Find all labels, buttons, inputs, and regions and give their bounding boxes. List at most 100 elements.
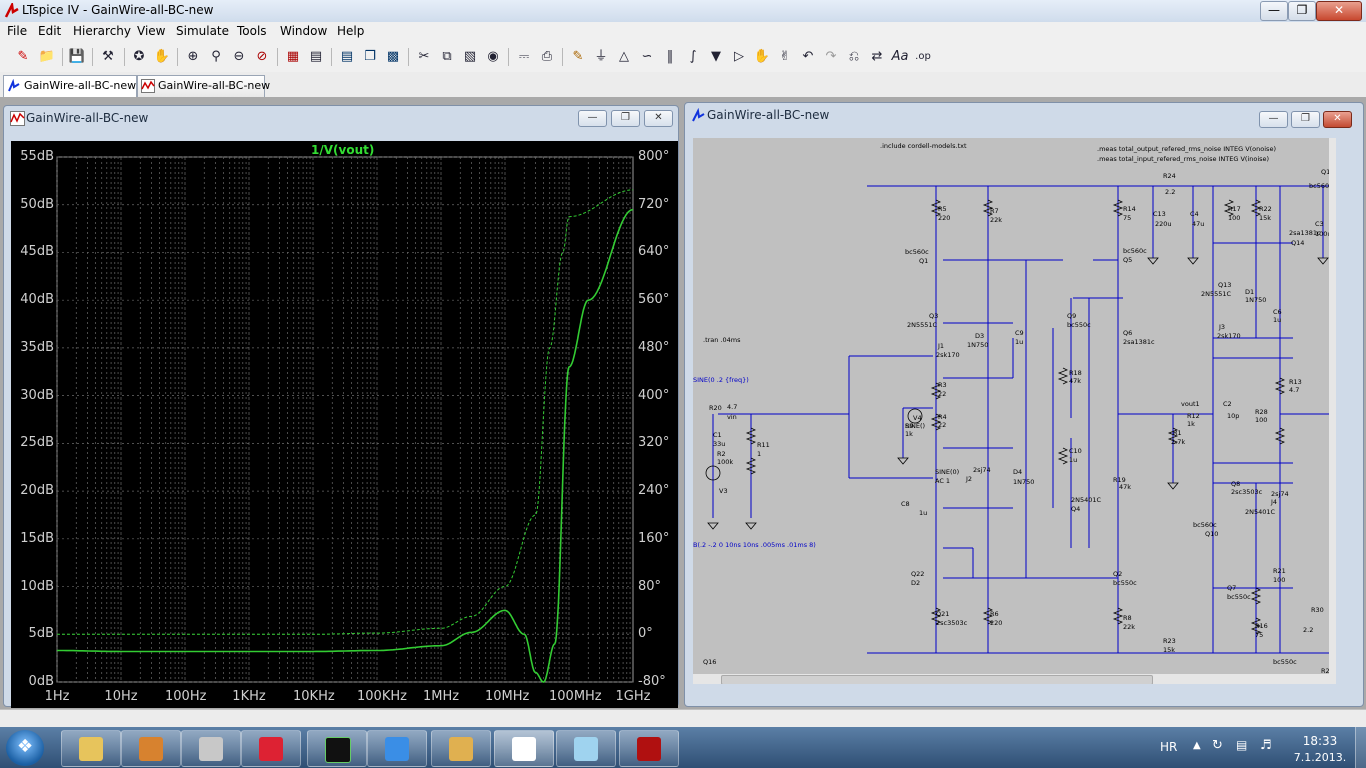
spice-directive-icon[interactable]: .op [915,51,931,62]
move-hand-icon[interactable]: ✋ [753,49,771,64]
component-label[interactable]: R18 [1069,369,1082,377]
taskbar-app-2[interactable] [121,730,181,767]
capacitor-icon[interactable]: ‖ [666,49,674,64]
bode-plot-svg[interactable] [11,141,678,708]
spice-directive[interactable]: .tran .04ms [703,336,741,344]
source-definition[interactable]: SINE(0 .2 {freq}) [693,376,749,384]
menu-file[interactable]: File [7,24,28,38]
resistor-symbol[interactable] [930,382,942,400]
label-net-icon[interactable]: △ [619,49,629,64]
component-label[interactable]: C13 [1153,210,1166,218]
resistor-symbol[interactable] [1057,447,1069,465]
component-label[interactable]: 2sc3503c [1231,488,1263,496]
cut-icon[interactable]: ✂ [418,49,430,64]
component-label[interactable]: 2N5551C [907,321,938,329]
component-label[interactable]: 2N5401C [1071,496,1102,504]
new-schematic-icon[interactable]: ✎ [17,49,29,64]
menu-window[interactable]: Window [280,24,328,38]
taskbar-ie[interactable] [367,730,427,767]
component-label[interactable]: 2sa1381c [1289,229,1321,237]
component-label[interactable]: C10 [1069,447,1082,455]
component-label[interactable]: Q2 [1113,570,1123,578]
component-label[interactable]: J2 [966,475,973,483]
component-label[interactable]: R19 [1113,476,1126,484]
rotate-icon[interactable]: ⎌ [848,49,860,64]
component-label[interactable]: Q16 [703,658,717,666]
component-label[interactable]: 2sj74 [973,466,991,474]
component-label[interactable]: R22 [1259,205,1272,213]
component-label[interactable]: 220u [1155,220,1172,228]
component-label[interactable]: C1 [713,431,722,439]
component-label[interactable]: Q6 [1123,329,1133,337]
component-label[interactable]: R28 [1255,408,1268,416]
pan-icon[interactable]: ⚲ [211,49,221,64]
component-label[interactable]: C8 [901,500,910,508]
component-label[interactable]: Q1 [919,257,929,265]
resistor-symbol[interactable] [1112,199,1124,217]
tray-time[interactable]: 18:33 [1302,734,1338,748]
waveform-close-button[interactable]: ✕ [644,110,673,127]
component-label[interactable]: D1 [1245,288,1255,296]
resistor-symbol[interactable] [1223,199,1235,217]
component-label[interactable]: J1 [938,342,945,350]
resistor-icon[interactable]: ∽ [641,49,653,64]
component-label[interactable]: 2sa1381c [1123,338,1155,346]
delete-traces-icon[interactable]: ▤ [309,49,323,64]
component-label[interactable]: 75 [1123,214,1132,222]
component-label[interactable]: 2sk170 [1217,332,1241,340]
taskbar-app-5[interactable] [307,730,367,767]
text-icon[interactable]: Aa [891,49,909,64]
component-label[interactable]: 15k [1163,646,1176,654]
resistor-symbol[interactable] [930,607,942,625]
component-label[interactable]: 15k [1259,214,1272,222]
start-button[interactable]: ❖ [6,730,44,766]
component-label[interactable]: Q22 [911,570,925,578]
draw-wire-icon[interactable]: ✎ [572,49,584,64]
menu-tools[interactable]: Tools [237,24,267,38]
tray-chevron-icon[interactable]: ▲ [1193,740,1201,751]
tray-language[interactable]: HR [1160,740,1178,754]
component-label[interactable]: 100k [717,458,734,466]
component-label[interactable]: R5 [938,205,947,213]
resistor-symbol[interactable] [1274,427,1286,445]
component-label[interactable]: C2 [1223,400,1232,408]
resistor-symbol[interactable] [1112,607,1124,625]
component-label[interactable]: 2N5401C [1245,508,1276,516]
component-label[interactable]: D2 [911,579,921,587]
component-label[interactable]: C3 [1315,220,1324,228]
component-label[interactable]: 220 [938,214,951,222]
inductor-icon[interactable]: ∫ [689,49,697,64]
schematic-close-button[interactable]: ✕ [1323,111,1352,128]
component-label[interactable]: R3 [938,381,947,389]
component-label[interactable]: R17 [1228,205,1241,213]
save-icon[interactable]: 💾 [68,49,86,64]
component-label[interactable]: bc550c [1113,579,1137,587]
component-label[interactable]: vout1 [1181,400,1200,408]
resistor-symbol[interactable] [1250,199,1262,217]
component-label[interactable]: 1u [1273,316,1282,324]
component-label[interactable]: R16 [1255,622,1268,630]
component-label[interactable]: R13 [1289,378,1302,386]
waveform-minimize-button[interactable]: — [578,110,607,127]
component-label[interactable]: 22 [938,421,947,429]
component-label[interactable]: 1N750 [967,341,989,349]
component-label[interactable]: D3 [975,332,985,340]
component-label[interactable]: C4 [1190,210,1199,218]
component-label[interactable]: Q15 [1321,168,1335,176]
component-label[interactable]: bc560c [1193,521,1217,529]
find-icon[interactable]: ◉ [487,49,499,64]
component-label[interactable]: R11 [757,441,770,449]
component-label[interactable]: 1u [1069,456,1078,464]
component-label[interactable]: 2sk170 [936,351,960,359]
taskbar-app-3[interactable] [181,730,241,767]
horizontal-scrollbar[interactable] [693,674,1336,684]
tab-waveform[interactable]: GainWire-all-BC-new [137,75,270,97]
component-label[interactable]: D4 [1013,468,1023,476]
component-label[interactable]: bc550c [1227,593,1251,601]
resistor-symbol[interactable] [930,413,942,431]
component-label[interactable]: 2sj74 [1271,490,1289,498]
component-label[interactable]: 100 [1228,214,1241,222]
zoom-in-icon[interactable]: ⊕ [187,49,199,64]
component-label[interactable]: R26 [1321,667,1334,675]
